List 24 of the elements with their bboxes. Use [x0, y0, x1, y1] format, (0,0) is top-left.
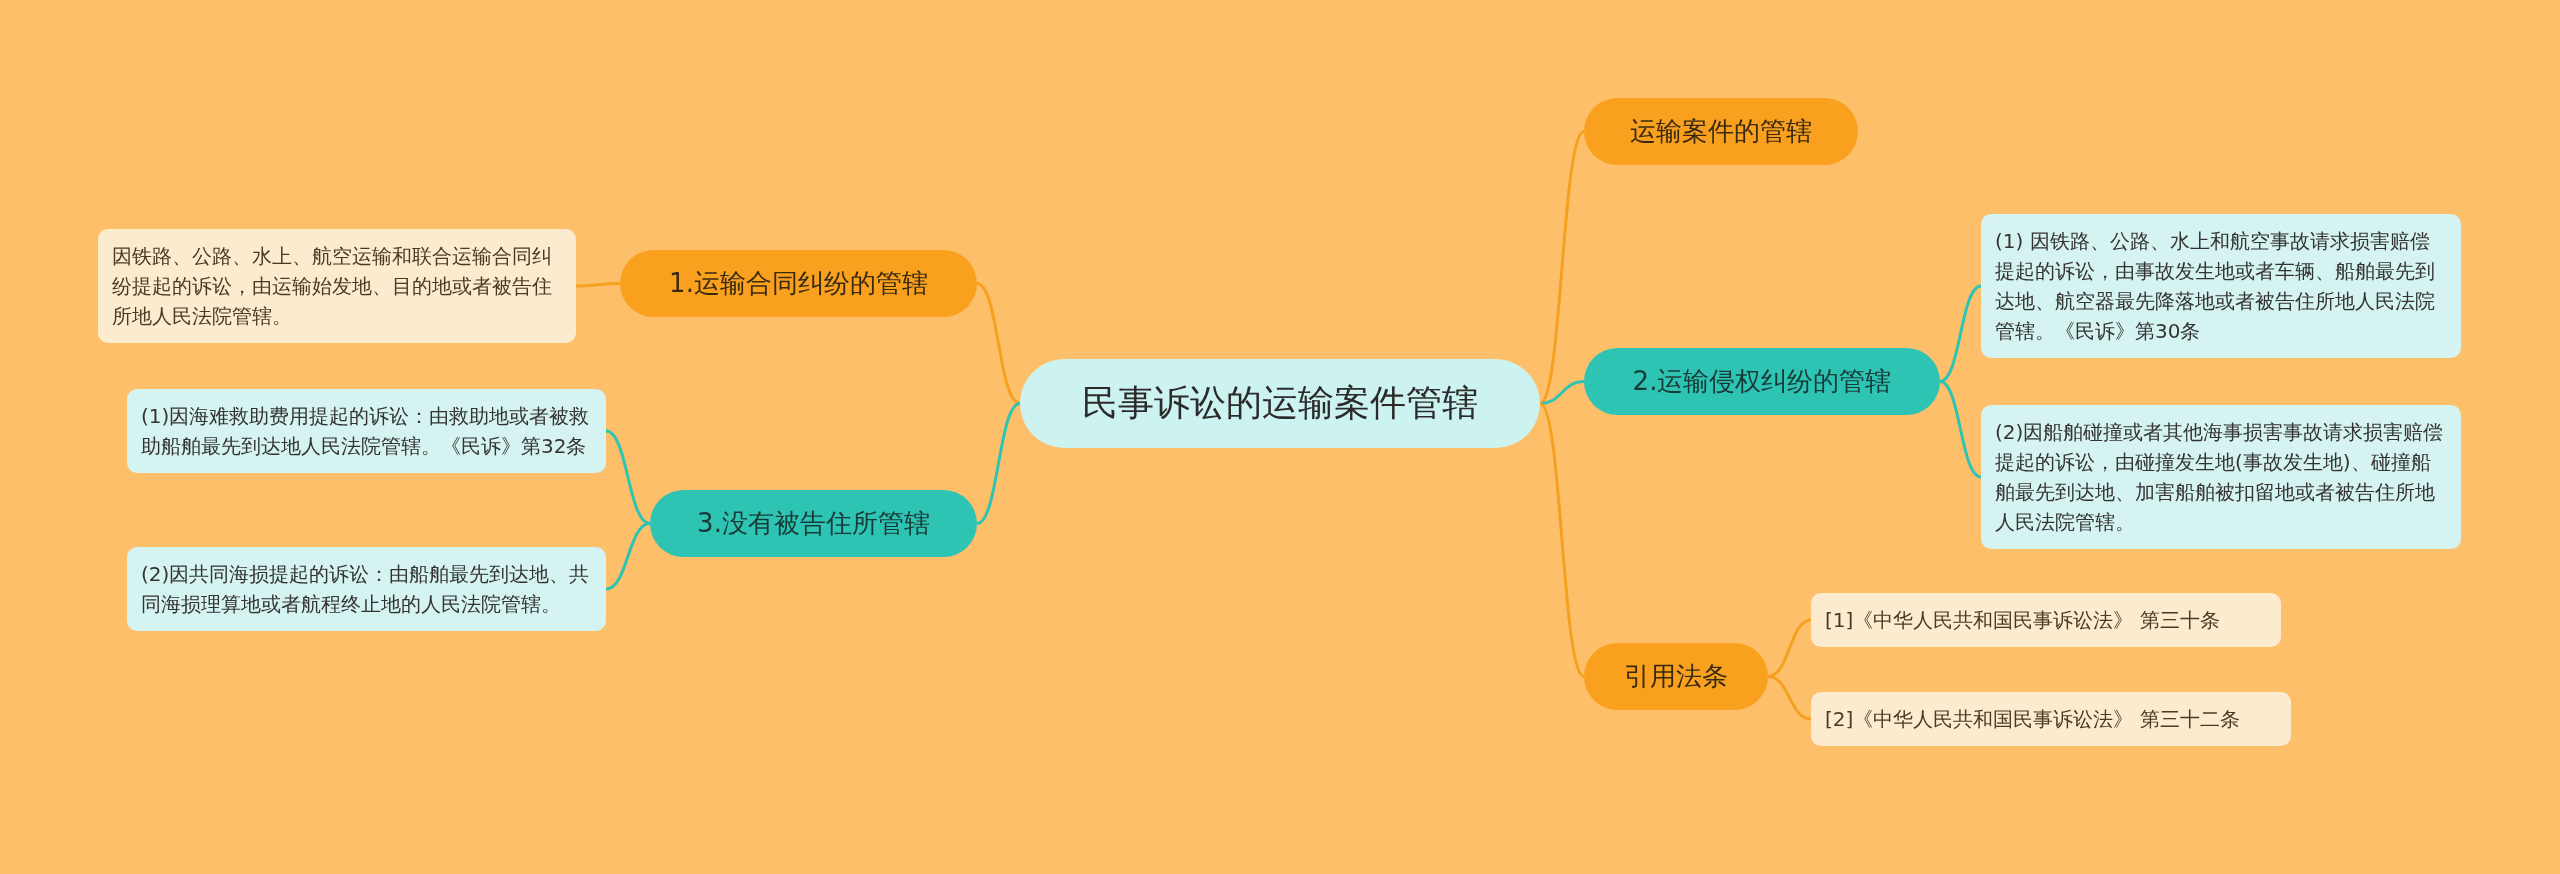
note-card: (2)因船舶碰撞或者其他海事损害事故请求损害赔偿提起的诉讼，由碰撞发生地(事故发生地)、碰撞船舶最先到达地、加害船舶被扣留地或者被告住所地人民法院管辖。: [1981, 405, 2461, 549]
note-card: 因铁路、公路、水上、航空运输和联合运输合同纠纷提起的诉讼，由运输始发地、目的地或者被告住所地人民法院管辖。: [98, 229, 576, 343]
note-card: [2]《中华人民共和国民事诉讼法》 第三十二条: [1811, 692, 2291, 746]
note-card: (1)因海难救助费用提起的诉讼：由救助地或者被救助船舶最先到达地人民法院管辖。《民诉》第32条: [127, 389, 606, 473]
connector-line: [1939, 284, 1982, 383]
connector-line: [976, 402, 1021, 525]
topic-pill: 3.没有被告住所管辖: [650, 490, 977, 557]
connector-line: [605, 522, 651, 591]
topic-pill: 2.运输侵权纠纷的管辖: [1584, 348, 1940, 415]
topic-pill: 运输案件的管辖: [1584, 98, 1858, 165]
connector-line: [1767, 675, 1812, 721]
note-card: (1) 因铁路、公路、水上和航空事故请求损害赔偿提起的诉讼，由事故发生地或者车辆、船舶最先到达地、航空器最先降落地或者被告住所地人民法院管辖。《民诉》第30条: [1981, 214, 2461, 358]
connector-line: [976, 282, 1021, 405]
topic-pill: 引用法条: [1584, 643, 1768, 710]
connector-line: [605, 429, 651, 525]
connector-line: [1539, 380, 1585, 405]
central-topic: 民事诉讼的运输案件管辖: [1020, 359, 1540, 448]
note-card: (2)因共同海损提起的诉讼：由船舶最先到达地、共同海损理算地或者航程终止地的人民法院管辖。: [127, 547, 606, 631]
connector-line: [1538, 130, 1586, 405]
connector-line: [576, 282, 620, 288]
note-card: [1]《中华人民共和国民事诉讼法》 第三十条: [1811, 593, 2281, 647]
connector-line: [1538, 402, 1586, 678]
connector-line: [1939, 380, 1982, 479]
topic-pill: 1.运输合同纠纷的管辖: [620, 250, 977, 317]
